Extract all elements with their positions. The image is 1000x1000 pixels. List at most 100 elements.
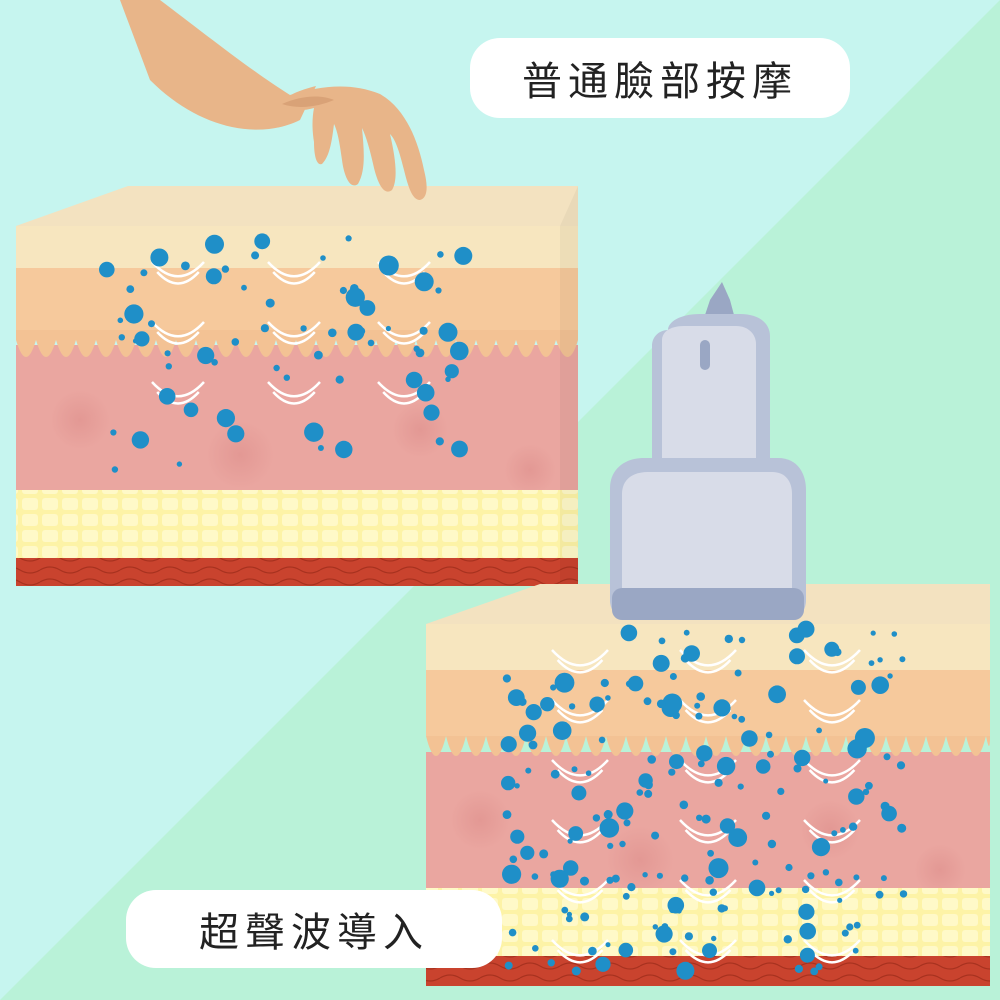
molecule-dot: [550, 871, 557, 878]
molecule-dot: [848, 788, 865, 805]
molecule-dot: [568, 703, 576, 710]
wave-arc: [151, 321, 205, 338]
molecule-dot: [694, 702, 701, 709]
molecule-dot: [565, 915, 573, 923]
skin-surface-top: [16, 186, 578, 226]
molecule-dot: [767, 839, 777, 849]
molecule-dot: [741, 730, 758, 747]
molecule-dot: [117, 317, 124, 324]
molecule-dot: [697, 760, 705, 768]
molecule-dot: [598, 736, 606, 744]
dermal-papillae-bottom: [426, 736, 990, 756]
molecule-dot: [794, 749, 811, 767]
molecule-dot: [607, 842, 614, 850]
molecule-dot: [164, 350, 171, 357]
molecule-dot: [118, 334, 126, 341]
molecule-dot: [871, 676, 889, 694]
wave-arc: [808, 769, 856, 784]
molecule-dot: [835, 878, 843, 887]
molecule-dot: [623, 819, 631, 827]
molecule-dot: [837, 897, 843, 903]
molecule-dot: [765, 731, 773, 739]
epidermis-top: [16, 226, 578, 268]
molecule-dot: [273, 364, 280, 372]
molecule-dot: [445, 376, 451, 382]
molecule-dot: [599, 818, 620, 838]
molecule-dot: [345, 235, 352, 242]
skin-cross-section-top: [16, 186, 578, 586]
molecule-dot: [525, 767, 532, 774]
hand-icon: [120, 0, 427, 200]
molecule-dot: [679, 800, 689, 810]
molecule-dot: [714, 778, 723, 787]
wave-arc: [684, 889, 732, 904]
molecule-dot: [642, 872, 648, 878]
molecule-dot: [662, 693, 683, 714]
molecule-dot: [520, 845, 535, 860]
molecule-dot: [881, 805, 897, 822]
wave-arc: [156, 271, 200, 285]
wave-arc: [808, 889, 856, 904]
wave-arc: [151, 381, 205, 398]
molecule-dot: [134, 331, 150, 347]
wave-arc: [272, 271, 316, 285]
molecule-dot: [899, 890, 908, 898]
molecule-dot: [216, 409, 235, 428]
molecule-dot: [504, 961, 513, 970]
molecule-dot: [283, 374, 290, 381]
epidermis-bottom: [426, 624, 990, 670]
molecule-dot: [683, 645, 700, 662]
wave-arc: [151, 261, 205, 278]
molecule-dot: [500, 736, 517, 753]
molecule-dot: [669, 754, 684, 770]
molecule-dot: [571, 785, 587, 801]
molecule-dot: [111, 466, 119, 473]
ultrasound-device-icon: [610, 282, 806, 620]
molecule-dot: [510, 829, 525, 844]
molecule-dot: [627, 883, 636, 892]
molecule-dot: [799, 947, 815, 963]
molecule-dot: [668, 768, 676, 776]
molecule-dot: [251, 251, 260, 260]
molecule-dot: [897, 823, 907, 833]
molecule-dot: [435, 287, 442, 294]
molecule-dot: [580, 912, 590, 922]
molecule-dot: [810, 967, 819, 976]
wave-arc: [684, 659, 732, 674]
molecule-dot: [868, 660, 875, 666]
wave-arc: [267, 321, 321, 338]
molecule-dot: [110, 429, 117, 436]
molecule-dot: [785, 863, 793, 872]
molecule-dot: [414, 272, 434, 292]
molecule-dot: [600, 678, 609, 688]
label-ultrasound-infusion: 超聲波導入: [126, 890, 502, 968]
molecule-dot: [656, 699, 666, 709]
molecule-dot: [793, 764, 802, 773]
molecule-dot: [525, 704, 542, 721]
molecule-dot: [328, 328, 337, 338]
label-facial-massage-text: 普通臉部按摩: [522, 59, 798, 105]
molecule-dot: [126, 285, 135, 293]
molecule-dot: [595, 956, 611, 972]
molecule-dot: [850, 679, 866, 695]
wave-arc: [156, 331, 200, 345]
wave-arc: [556, 709, 604, 724]
wave-arc: [808, 659, 856, 674]
stratum-top: [16, 268, 578, 330]
molecule-dot: [550, 769, 560, 779]
molecule-dot: [655, 925, 673, 943]
molecule-dot: [707, 849, 714, 857]
wave-arc: [808, 709, 856, 724]
molecule-dot: [807, 872, 815, 880]
wave-arc: [556, 659, 604, 674]
molecule-dot: [899, 656, 906, 663]
wave-arc: [377, 321, 431, 338]
molecule-dot: [435, 437, 444, 446]
molecule-dot: [669, 948, 677, 956]
molecule-dot: [852, 947, 859, 954]
molecule-dot: [205, 234, 224, 254]
molecule-dot: [335, 440, 353, 459]
molecule-dot: [737, 783, 744, 790]
molecule-dot: [532, 945, 539, 952]
molecule-dot: [816, 727, 822, 734]
